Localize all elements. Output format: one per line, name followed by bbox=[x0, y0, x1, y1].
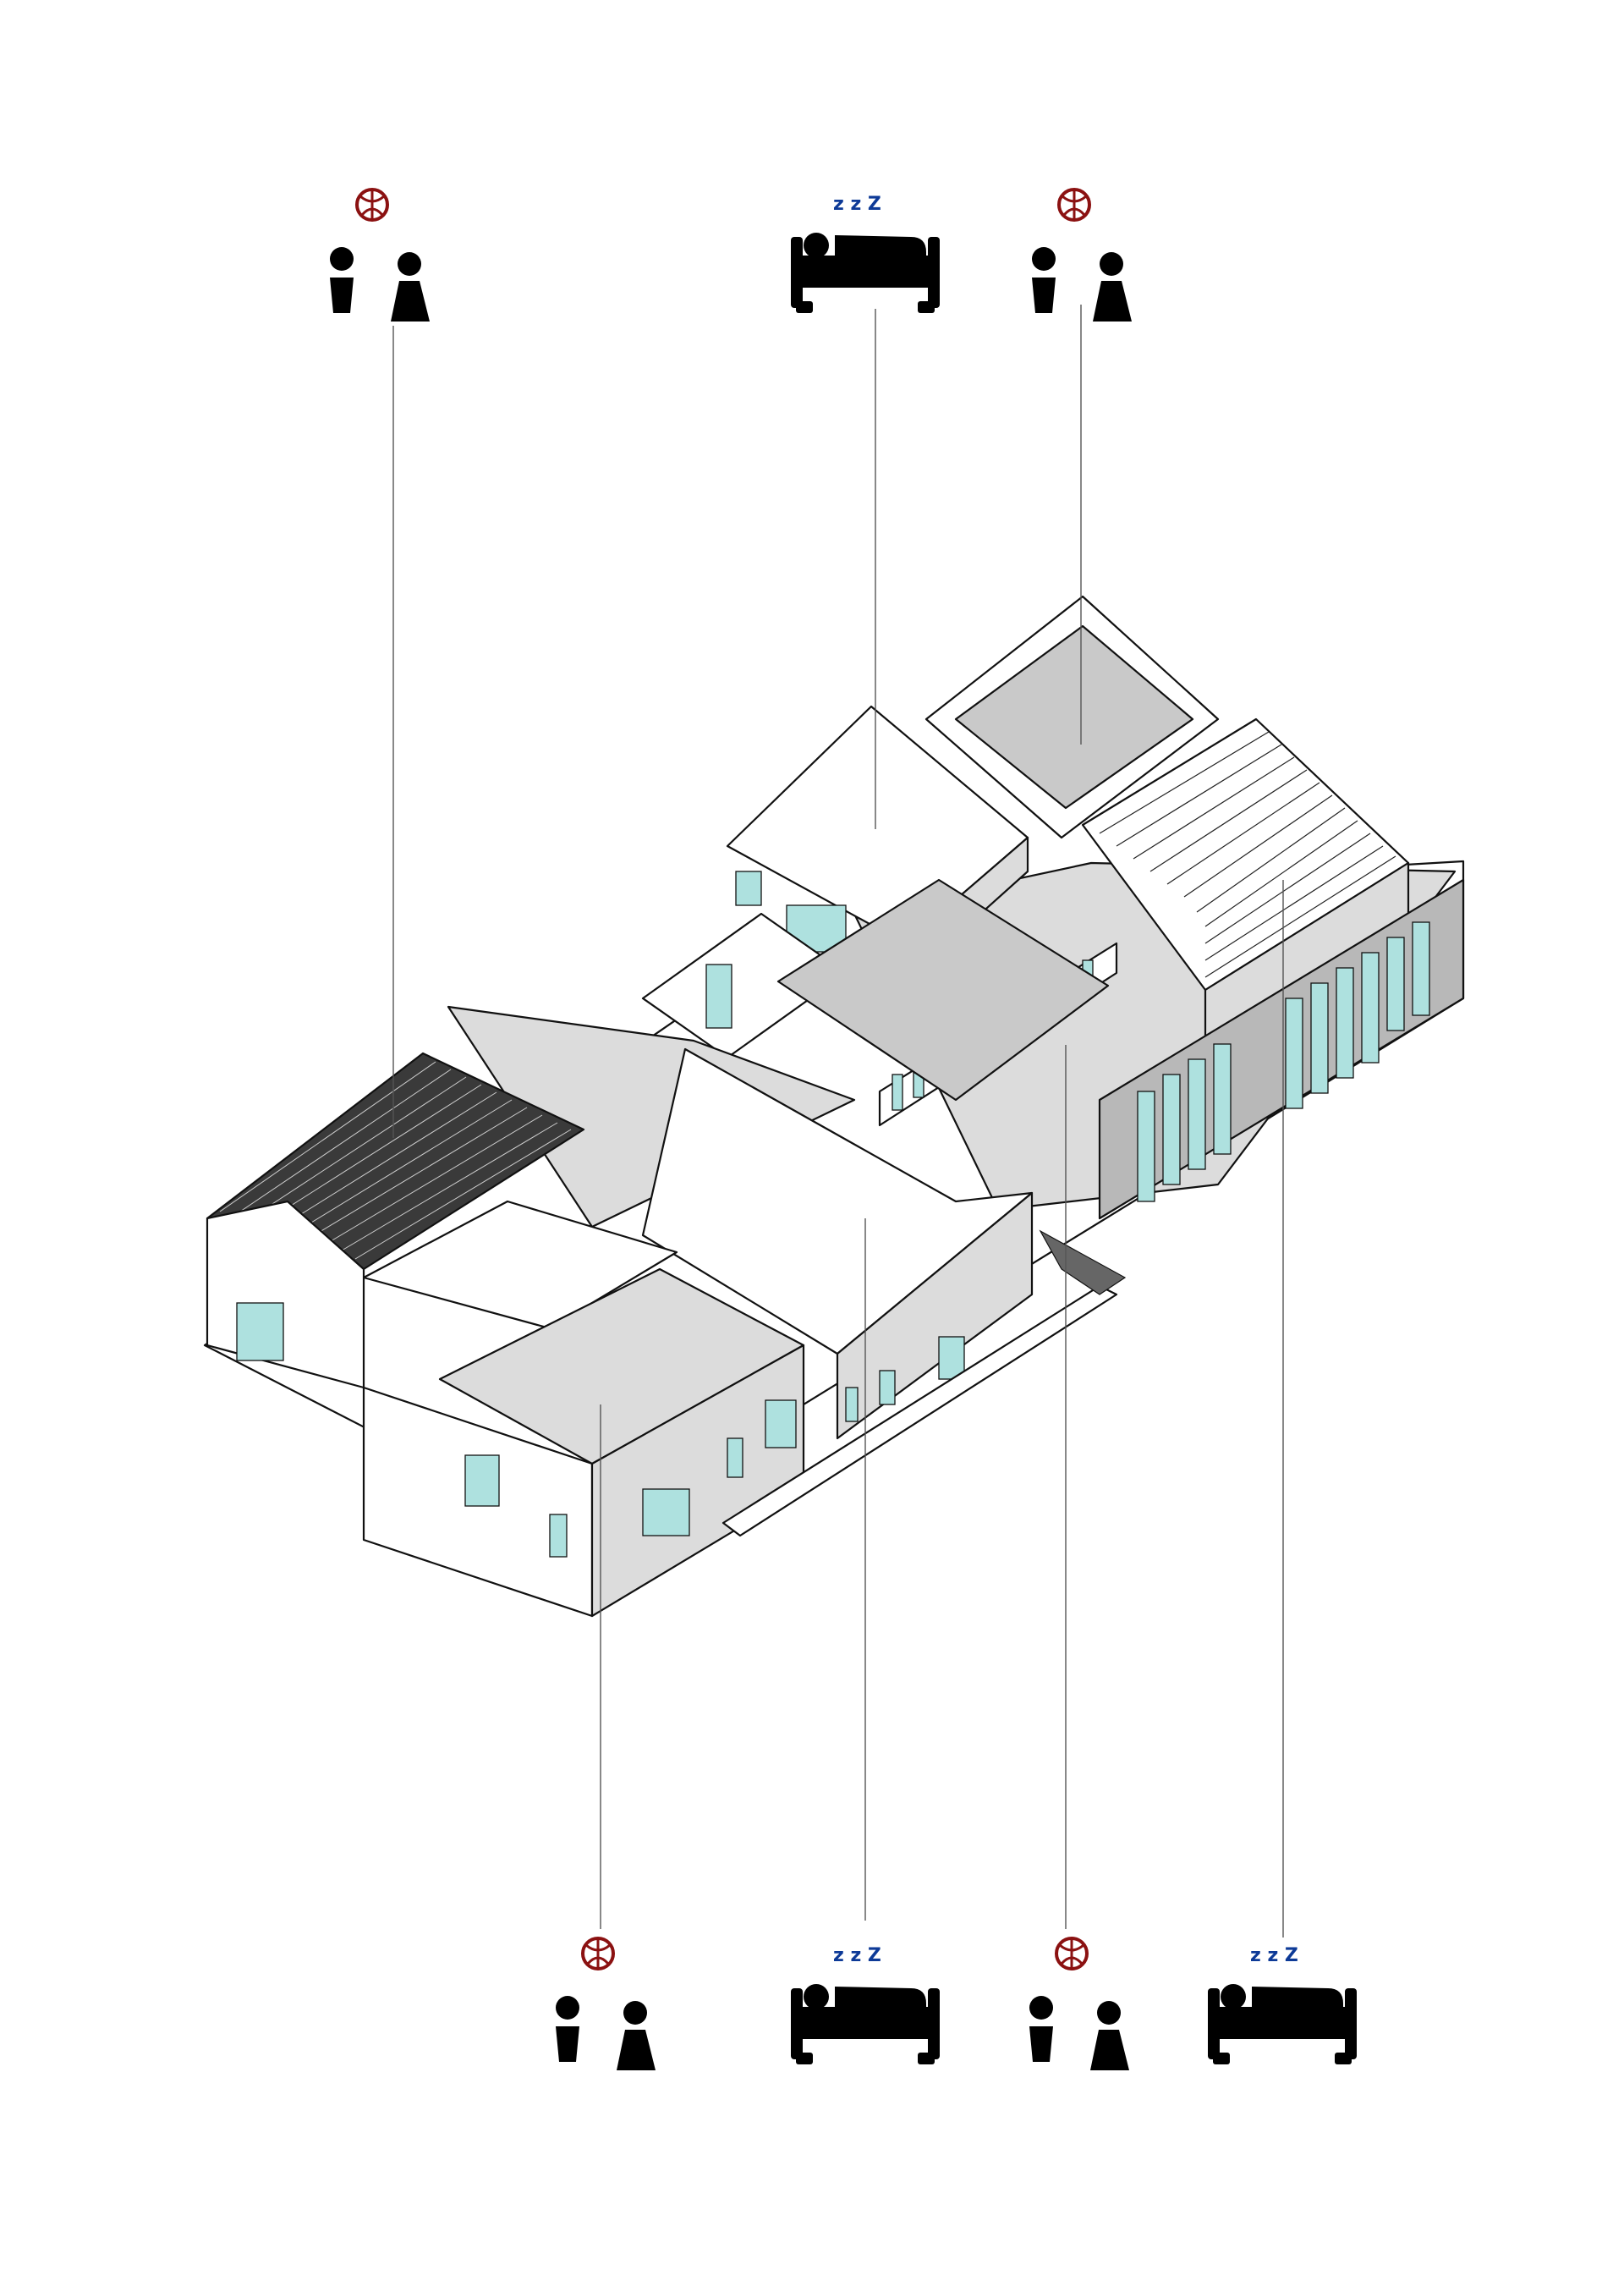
left-gable-roof bbox=[362, 1200, 678, 1330]
entrance-shadow bbox=[1039, 1229, 1127, 1295]
children-playing-icon bbox=[1015, 190, 1137, 344]
sleeping-in-bed-icon: z z Z bbox=[1208, 1945, 1357, 2064]
central-gable-glazing bbox=[845, 1336, 965, 1422]
sleeping-in-bed-icon: z z Z bbox=[791, 1945, 940, 2064]
children-playing-icon bbox=[313, 190, 435, 344]
sleep-zzz-label: z z Z bbox=[833, 194, 881, 215]
connector-roof bbox=[776, 878, 1110, 1102]
building-axonometric bbox=[203, 595, 1465, 1618]
upper-right-courtyard bbox=[954, 624, 1194, 810]
central-gable-roof bbox=[641, 1047, 1034, 1355]
front-glazing bbox=[464, 1399, 797, 1558]
leader-lines bbox=[392, 305, 1284, 1937]
children-playing-icon bbox=[1012, 1938, 1134, 2092]
right-gable-hatch bbox=[1099, 731, 1396, 978]
sleep-zzz-label: z z Z bbox=[1250, 1945, 1298, 1966]
entrance-bridge bbox=[721, 1284, 1118, 1537]
children-playing-icon bbox=[539, 1938, 661, 2092]
right-wing-glazing bbox=[1137, 921, 1430, 1202]
left-end-window bbox=[236, 1302, 284, 1361]
slatted-roof-lines bbox=[219, 1061, 572, 1260]
sleep-zzz-label: z z Z bbox=[833, 1945, 881, 1966]
sleeping-in-bed-icon: z z Z bbox=[791, 194, 940, 313]
